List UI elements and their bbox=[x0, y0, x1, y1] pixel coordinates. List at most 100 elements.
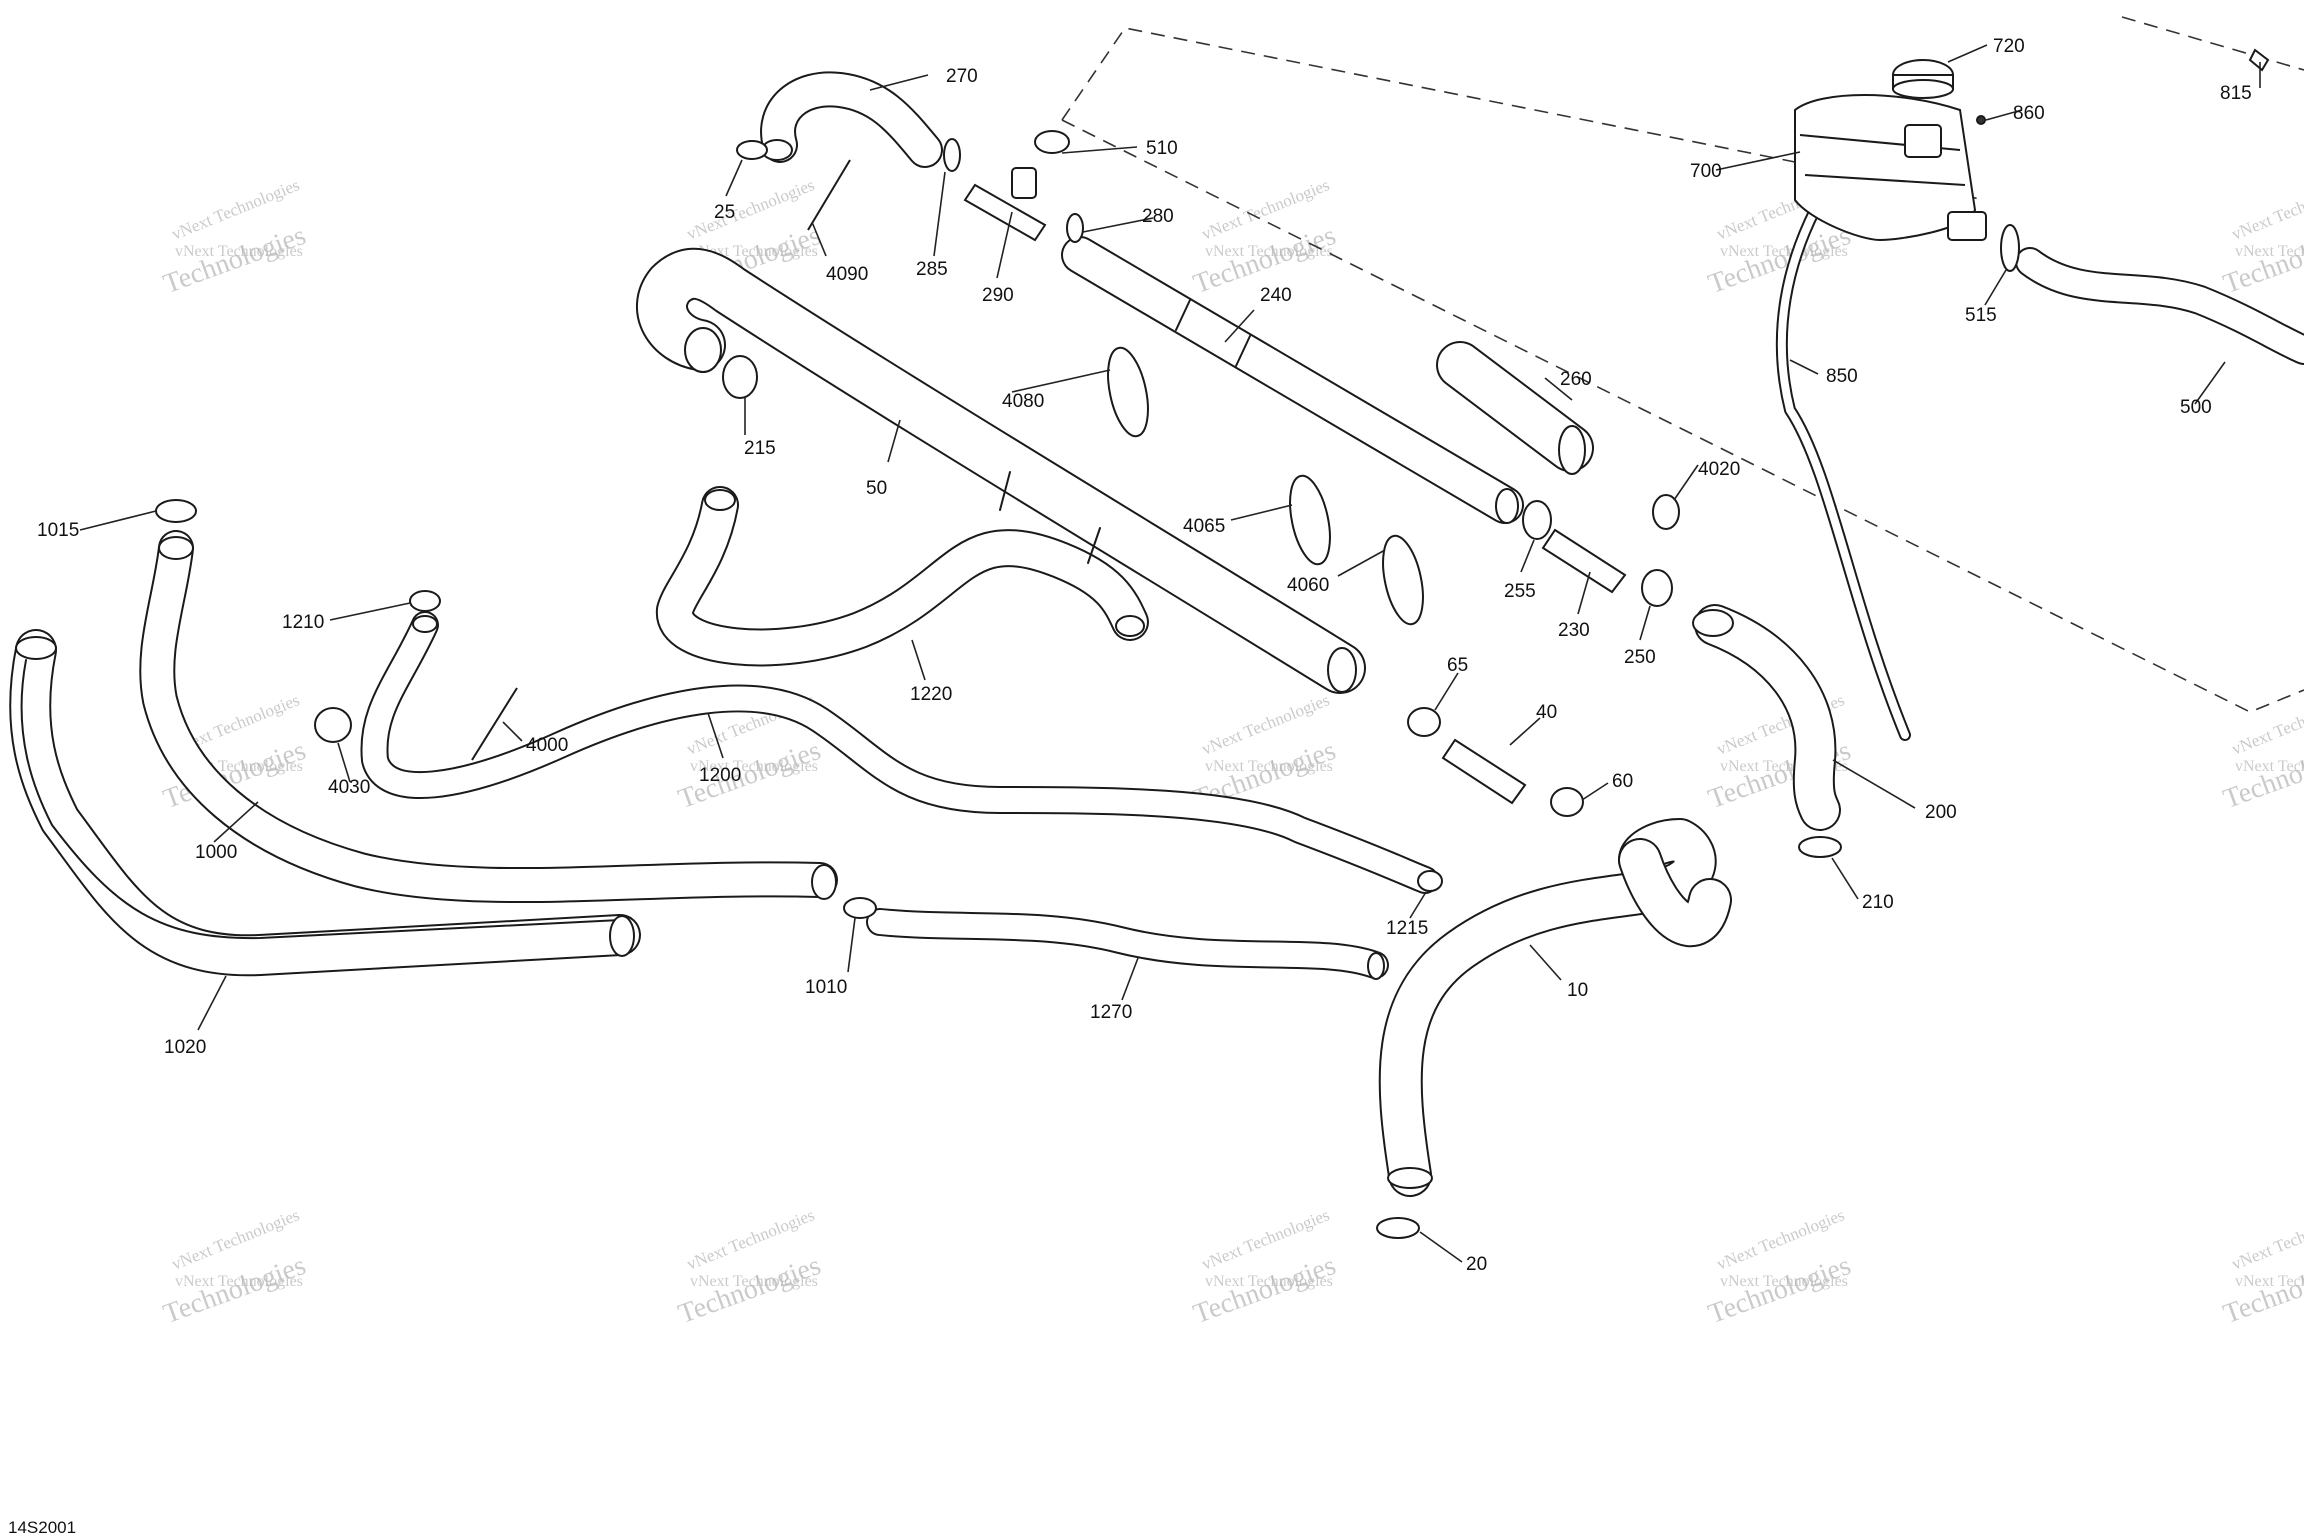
callout-860: 860 bbox=[2013, 103, 2045, 124]
callout-40: 40 bbox=[1536, 702, 1557, 723]
callout-290: 290 bbox=[982, 285, 1014, 306]
watermark-text: vNext Technologies bbox=[2235, 243, 2304, 260]
clamp-4020[interactable] bbox=[1652, 494, 1680, 530]
clamp-215[interactable] bbox=[722, 355, 758, 399]
callout-1010: 1010 bbox=[805, 977, 847, 998]
clamp-1210[interactable] bbox=[409, 590, 441, 612]
fitting-860[interactable] bbox=[1976, 115, 1986, 125]
clamp-250[interactable] bbox=[1641, 569, 1673, 607]
callout-4000: 4000 bbox=[526, 735, 568, 756]
callout-285: 285 bbox=[916, 259, 948, 280]
cap-720[interactable] bbox=[1892, 59, 1954, 99]
clamp-1215[interactable] bbox=[1417, 870, 1443, 892]
callout-labels: 270 25 4090 285 290 510 280 240 215 50 4… bbox=[37, 36, 2252, 1275]
strap-4030[interactable] bbox=[314, 707, 352, 743]
callout-210: 210 bbox=[1862, 892, 1894, 913]
watermark-text: vNext Technologies bbox=[175, 1273, 303, 1290]
watermark-text: vNext Technologies bbox=[2229, 1205, 2304, 1274]
strap-4080[interactable] bbox=[1101, 344, 1155, 440]
clamp-65[interactable] bbox=[1407, 707, 1441, 737]
callout-1270: 1270 bbox=[1090, 1002, 1132, 1023]
clamp-210[interactable] bbox=[1798, 836, 1842, 858]
clamp-60[interactable] bbox=[1550, 787, 1584, 817]
callout-1215: 1215 bbox=[1386, 918, 1428, 939]
hose-1270[interactable] bbox=[866, 908, 1389, 980]
callout-850: 850 bbox=[1826, 366, 1858, 387]
watermark-text: vNext Technologies bbox=[2235, 758, 2304, 775]
callout-255: 255 bbox=[1504, 581, 1536, 602]
callout-4080: 4080 bbox=[1002, 391, 1044, 412]
connector-40[interactable] bbox=[1441, 738, 1527, 805]
leader-lines bbox=[79, 44, 2261, 1263]
tie-4000[interactable] bbox=[471, 687, 518, 761]
callout-1000: 1000 bbox=[195, 842, 237, 863]
tee-fitting-290[interactable] bbox=[963, 167, 1047, 242]
callout-60: 60 bbox=[1612, 771, 1633, 792]
callout-215: 215 bbox=[744, 438, 776, 459]
dashed-group-outline bbox=[1061, 16, 2304, 713]
callout-510: 510 bbox=[1146, 138, 1178, 159]
hose-50[interactable] bbox=[636, 247, 1366, 694]
watermark-text: vNext Technologies bbox=[175, 243, 303, 260]
hose-850[interactable] bbox=[1775, 204, 1911, 741]
callout-4030: 4030 bbox=[328, 777, 370, 798]
hose-1020[interactable] bbox=[9, 629, 641, 977]
callout-4065: 4065 bbox=[1183, 516, 1225, 537]
callout-500: 500 bbox=[2180, 397, 2212, 418]
callout-515: 515 bbox=[1965, 305, 1997, 326]
hose-240[interactable] bbox=[1061, 236, 1524, 524]
watermark-text: vNext Technologies bbox=[1205, 243, 1333, 260]
hose-270[interactable] bbox=[760, 71, 943, 168]
clamp-510[interactable] bbox=[1034, 130, 1070, 154]
connector-230[interactable] bbox=[1541, 528, 1627, 594]
callout-4060: 4060 bbox=[1287, 575, 1329, 596]
callout-4020: 4020 bbox=[1698, 459, 1740, 480]
callout-280: 280 bbox=[1142, 206, 1174, 227]
clamp-280[interactable] bbox=[1066, 213, 1084, 243]
watermark-text: vNext Technologies bbox=[2235, 1273, 2304, 1290]
callout-200: 200 bbox=[1925, 802, 1957, 823]
watermark-text: vNext Technologies bbox=[690, 1273, 818, 1290]
hose-1200[interactable] bbox=[360, 611, 1439, 894]
callout-1200: 1200 bbox=[699, 765, 741, 786]
clamp-1015[interactable] bbox=[155, 499, 197, 523]
clamp-285[interactable] bbox=[943, 138, 961, 172]
watermark-text: vNext Technologies bbox=[1205, 758, 1333, 775]
callout-700: 700 bbox=[1690, 161, 1722, 182]
callout-1210: 1210 bbox=[282, 612, 324, 633]
strap-4060[interactable] bbox=[1376, 532, 1430, 628]
hose-200[interactable] bbox=[1692, 604, 1841, 831]
hose-500[interactable] bbox=[2015, 247, 2304, 365]
callout-240: 240 bbox=[1260, 285, 1292, 306]
clip-815[interactable] bbox=[2248, 48, 2270, 72]
clamp-1010[interactable] bbox=[843, 897, 877, 919]
callout-1020: 1020 bbox=[164, 1037, 206, 1058]
clamp-515[interactable] bbox=[2000, 224, 2020, 272]
hose-1220[interactable] bbox=[656, 486, 1149, 667]
clamp-255[interactable] bbox=[1522, 500, 1552, 540]
callout-4090: 4090 bbox=[826, 264, 868, 285]
coolant-tank-700[interactable] bbox=[1794, 94, 1987, 242]
tie-4090[interactable] bbox=[807, 159, 851, 231]
callout-230: 230 bbox=[1558, 620, 1590, 641]
callout-50: 50 bbox=[866, 478, 887, 499]
hose-1000[interactable] bbox=[139, 530, 838, 904]
strap-4065[interactable] bbox=[1283, 472, 1337, 568]
callout-20: 20 bbox=[1466, 1254, 1487, 1275]
watermark-text: vNext Technologies bbox=[1720, 1273, 1848, 1290]
sleeve-260[interactable] bbox=[1436, 341, 1594, 475]
clamp-25[interactable] bbox=[736, 140, 768, 160]
callout-65: 65 bbox=[1447, 655, 1468, 676]
callout-10: 10 bbox=[1567, 980, 1588, 1001]
hose-10[interactable] bbox=[1378, 818, 1732, 1197]
callout-1220: 1220 bbox=[910, 684, 952, 705]
clamp-20[interactable] bbox=[1376, 1217, 1420, 1239]
